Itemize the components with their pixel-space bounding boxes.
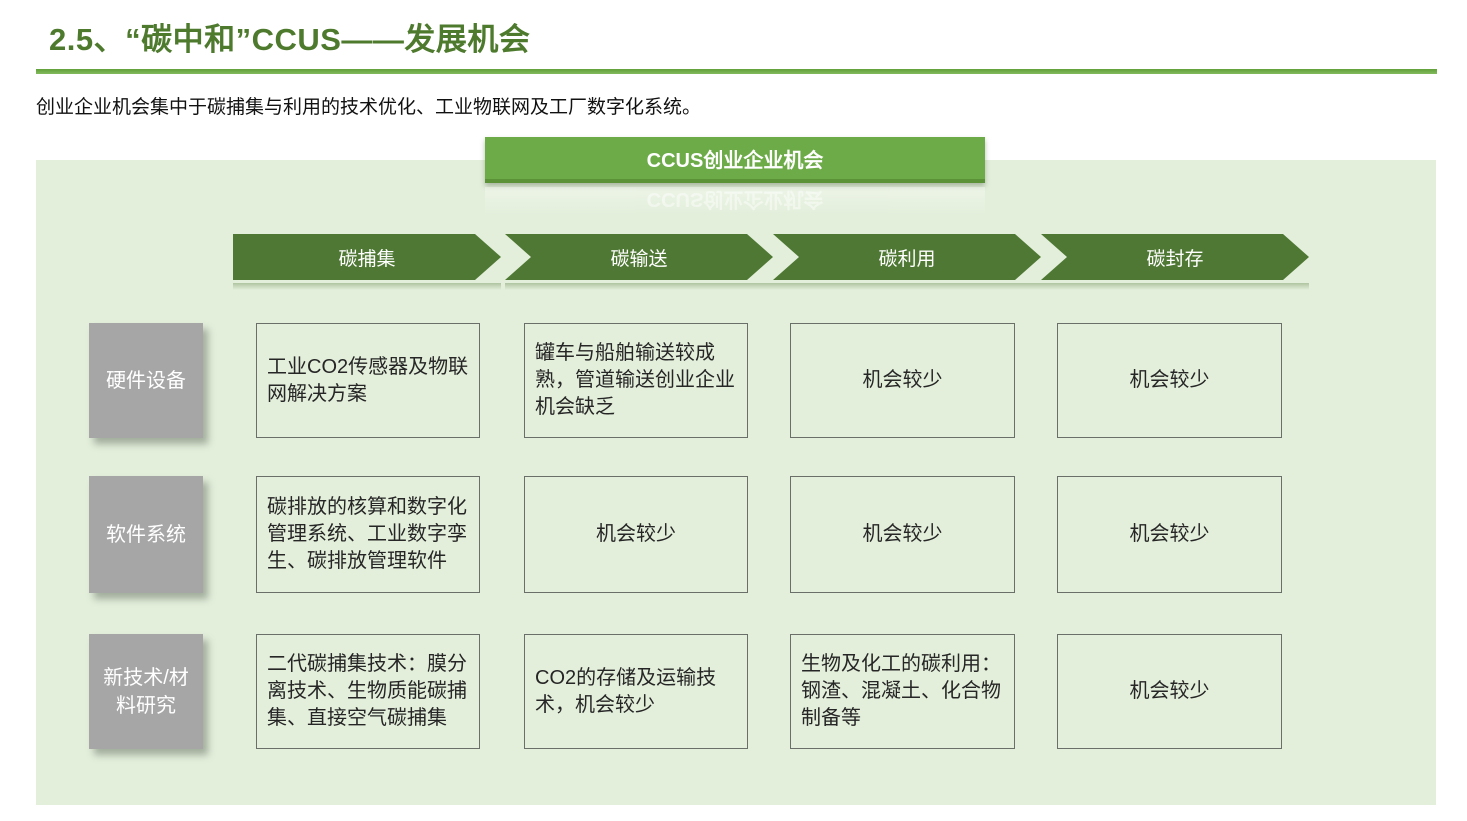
arrow-reflection — [505, 283, 773, 290]
ccus-badge-reflection: CCUS创业企业机会 — [485, 187, 985, 215]
matrix-cell-software-utilization: 机会较少 — [790, 476, 1015, 593]
matrix-cell-newtech-capture: 二代碳捕集技术：膜分离技术、生物质能碳捕集、直接空气碳捕集 — [256, 634, 480, 749]
ccus-badge: CCUS创业企业机会 — [485, 137, 985, 183]
diagram-panel: CCUS创业企业机会 CCUS创业企业机会 碳捕集 碳输送 碳利用 碳封存 硬件… — [36, 137, 1436, 805]
arrow-reflection — [1041, 283, 1309, 290]
matrix-cell-software-capture: 碳排放的核算和数字化管理系统、工业数字孪生、碳排放管理软件 — [256, 476, 480, 593]
arrow-reflection — [233, 283, 501, 290]
stage-arrow-label: 碳输送 — [610, 248, 668, 270]
matrix-cell-newtech-transport: CO2的存储及运输技术，机会较少 — [524, 634, 748, 749]
arrow-reflection — [773, 283, 1041, 290]
stage-arrow-carbon-utilization: 碳利用 — [773, 234, 1041, 280]
matrix-cell-hardware-capture: 工业CO2传感器及物联网解决方案 — [256, 323, 480, 438]
matrix-cell-hardware-utilization: 机会较少 — [790, 323, 1015, 438]
page-subtitle: 创业企业机会集中于碳捕集与利用的技术优化、工业物联网及工厂数字化系统。 — [36, 97, 702, 118]
matrix-cell-software-transport: 机会较少 — [524, 476, 748, 593]
stage-arrow-carbon-capture: 碳捕集 — [233, 234, 501, 280]
matrix-cell-newtech-storage: 机会较少 — [1057, 634, 1282, 749]
stage-arrow-label: 碳利用 — [878, 248, 936, 270]
stage-arrow-carbon-transport: 碳输送 — [505, 234, 773, 280]
matrix-cell-hardware-storage: 机会较少 — [1057, 323, 1282, 438]
matrix-cell-software-storage: 机会较少 — [1057, 476, 1282, 593]
stage-arrow-carbon-storage: 碳封存 — [1041, 234, 1309, 280]
row-label-newtech-materials: 新技术/材料研究 — [89, 634, 203, 749]
matrix-cell-newtech-utilization: 生物及化工的碳利用：钢渣、混凝土、化合物制备等 — [790, 634, 1015, 749]
ccus-badge-label: CCUS创业企业机会 — [646, 149, 824, 172]
page-title: 2.5、“碳中和”CCUS——发展机会 — [49, 22, 531, 57]
row-label-hardware: 硬件设备 — [89, 323, 203, 438]
matrix-cell-hardware-transport: 罐车与船舶输送较成熟，管道输送创业企业机会缺乏 — [524, 323, 748, 438]
stage-arrow-label: 碳捕集 — [338, 248, 396, 270]
row-label-software: 软件系统 — [89, 476, 203, 593]
stage-arrow-label: 碳封存 — [1146, 248, 1204, 270]
title-underline — [36, 69, 1437, 74]
